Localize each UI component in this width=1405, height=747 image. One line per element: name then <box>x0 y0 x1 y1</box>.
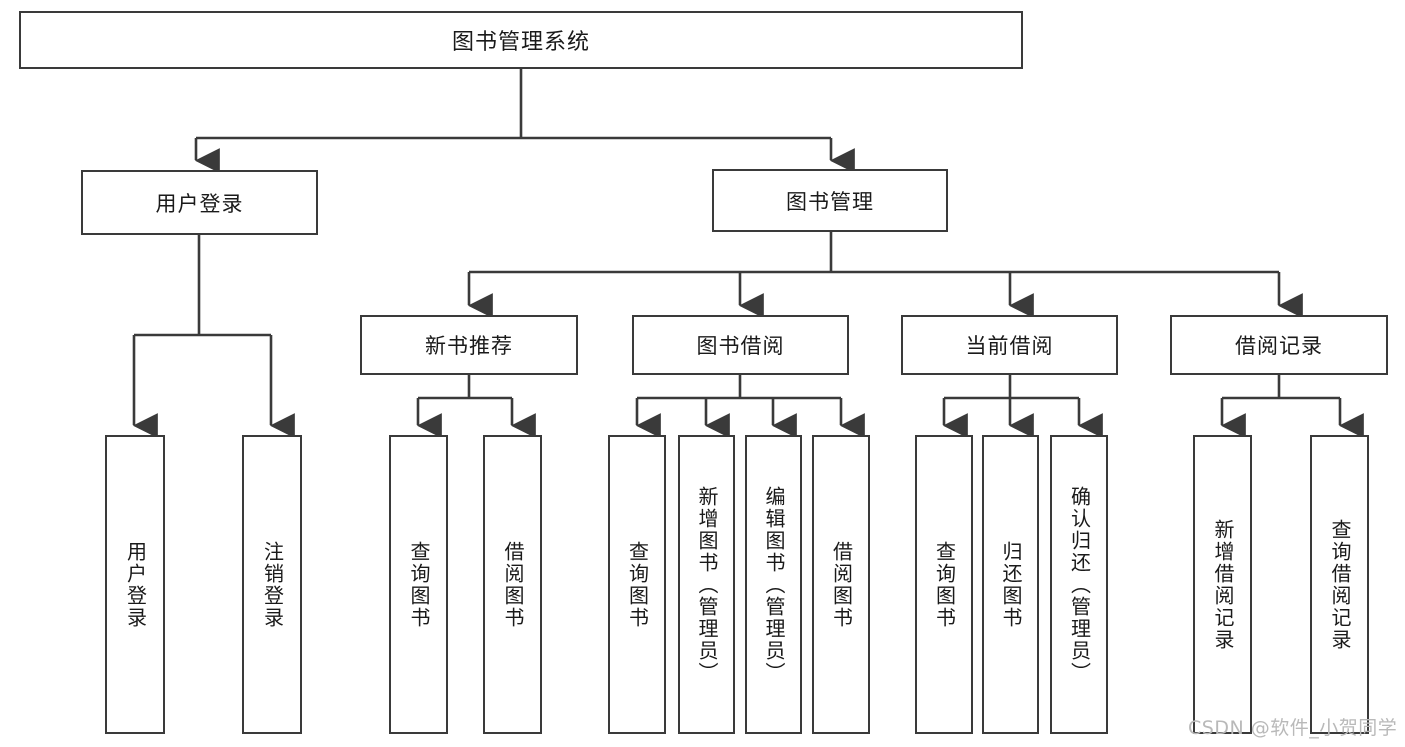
node-label: 查询借阅记录 <box>1328 518 1352 651</box>
leaf-query-book-current[interactable]: 查询图书 <box>915 435 973 734</box>
leaf-borrow-book-recommend[interactable]: 借阅图书 <box>483 435 542 734</box>
node-label: 借阅记录 <box>1235 334 1323 358</box>
node-label: 新增图书（管理员） <box>695 485 719 684</box>
node-label: 查询图书 <box>625 540 650 629</box>
node-current-borrow[interactable]: 当前借阅 <box>901 315 1118 375</box>
node-label: 确认归还（管理员） <box>1067 485 1092 684</box>
node-borrow-record[interactable]: 借阅记录 <box>1170 315 1388 375</box>
leaf-confirm-return-admin[interactable]: 确认归还（管理员） <box>1050 435 1108 734</box>
node-label: 借阅图书 <box>829 540 854 629</box>
node-label: 图书管理系统 <box>451 30 590 55</box>
node-label: 用户登录 <box>123 540 148 629</box>
leaf-query-borrow-record[interactable]: 查询借阅记录 <box>1310 435 1369 734</box>
leaf-add-borrow-record[interactable]: 新增借阅记录 <box>1193 435 1252 734</box>
leaf-user-login[interactable]: 用户登录 <box>105 435 165 734</box>
node-label: 借阅图书 <box>501 540 525 629</box>
node-book-borrow[interactable]: 图书借阅 <box>632 315 849 375</box>
node-label: 用户登录 <box>155 191 244 216</box>
node-label: 查询图书 <box>932 540 957 629</box>
leaf-edit-book-admin[interactable]: 编辑图书（管理员） <box>745 435 802 734</box>
leaf-add-book-admin[interactable]: 新增图书（管理员） <box>678 435 735 734</box>
node-new-book-recommend[interactable]: 新书推荐 <box>360 315 578 375</box>
node-label: 编辑图书（管理员） <box>762 485 786 684</box>
node-root-book-management-system[interactable]: 图书管理系统 <box>19 11 1023 69</box>
node-label: 查询图书 <box>407 540 431 629</box>
node-label: 注销登录 <box>260 540 285 629</box>
node-label: 当前借阅 <box>965 334 1054 358</box>
leaf-query-book-recommend[interactable]: 查询图书 <box>389 435 448 734</box>
node-book-management[interactable]: 图书管理 <box>712 169 948 232</box>
leaf-user-logout[interactable]: 注销登录 <box>242 435 302 734</box>
leaf-query-book-borrow[interactable]: 查询图书 <box>608 435 666 734</box>
node-label: 归还图书 <box>999 540 1023 629</box>
leaf-return-book[interactable]: 归还图书 <box>982 435 1039 734</box>
node-label: 新书推荐 <box>425 334 513 358</box>
node-user-login[interactable]: 用户登录 <box>81 170 318 235</box>
node-label: 图书借阅 <box>696 334 785 358</box>
node-label: 图书管理 <box>786 189 874 214</box>
leaf-borrow-book[interactable]: 借阅图书 <box>812 435 870 734</box>
node-label: 新增借阅记录 <box>1211 518 1235 651</box>
